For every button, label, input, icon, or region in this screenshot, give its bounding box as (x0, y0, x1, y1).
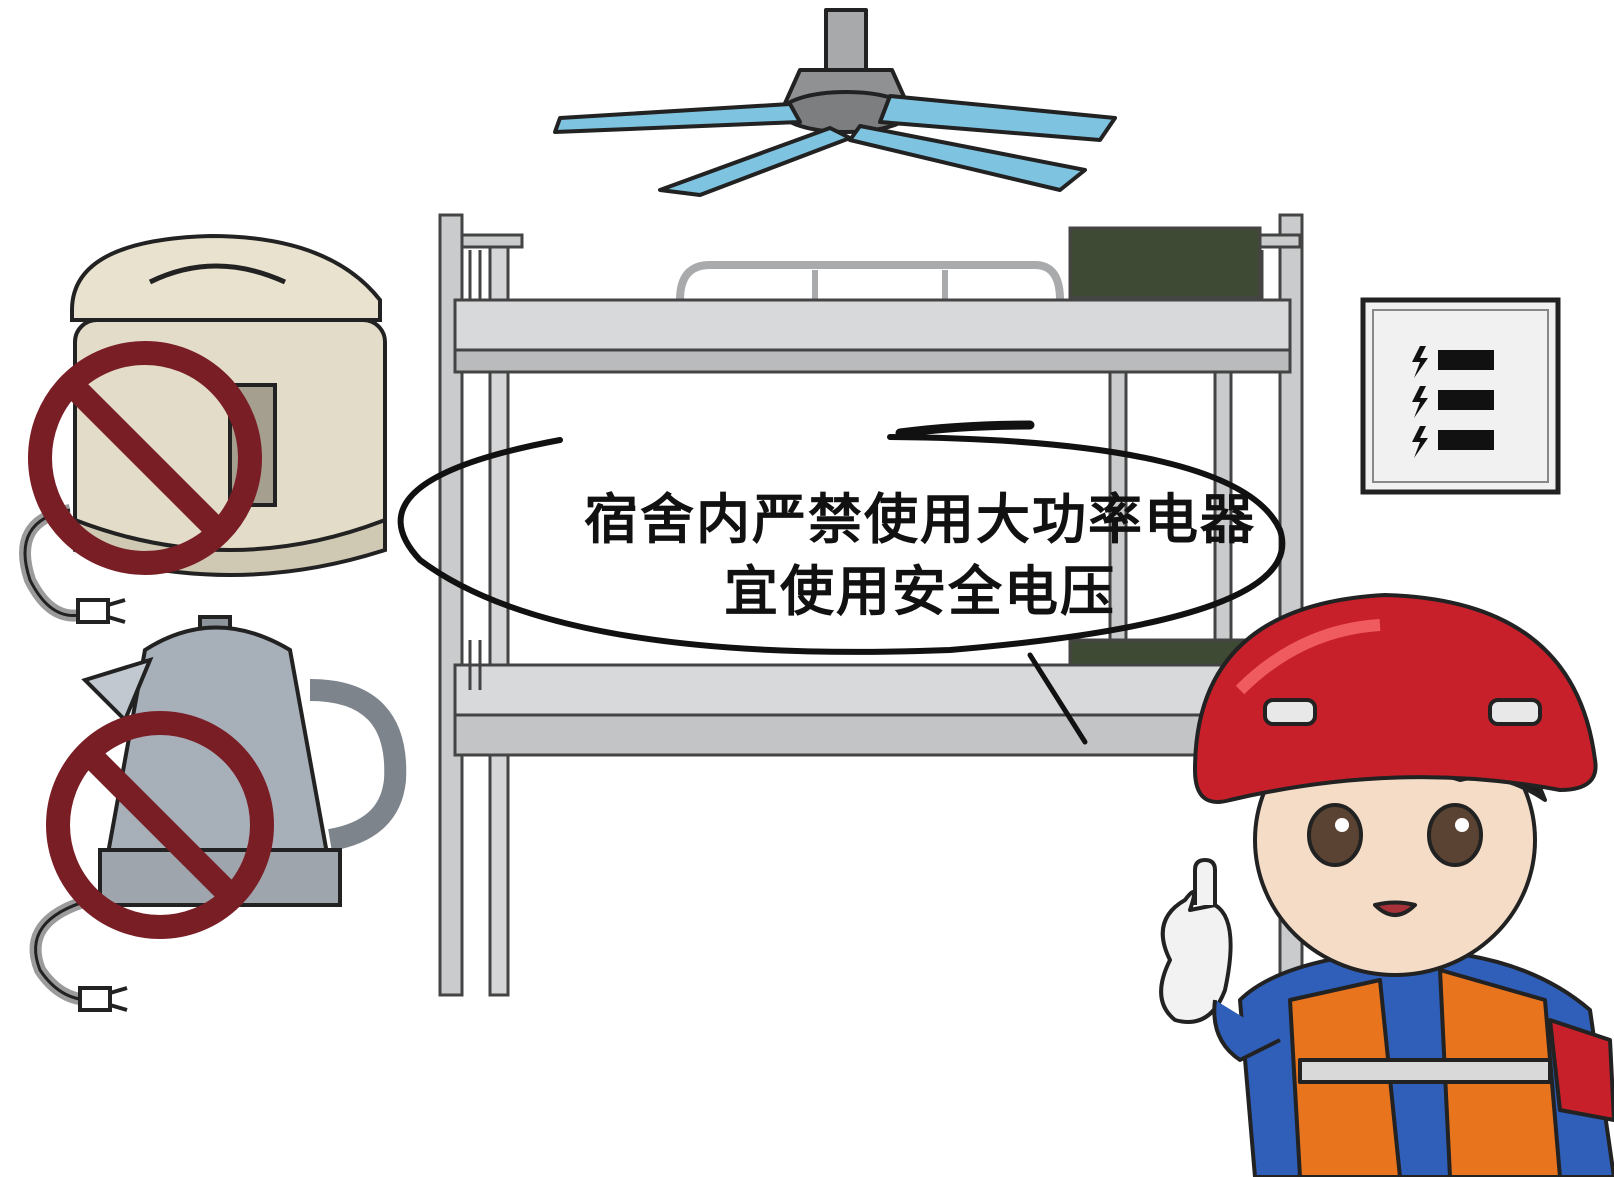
rice-cooker-icon (19, 233, 387, 624)
ceiling-fan-icon (553, 8, 1117, 197)
warning-text-line-2: 宜使用安全电压 (724, 560, 1116, 623)
prohibition-icon (28, 341, 262, 575)
power-panel-icon (1360, 297, 1561, 495)
prohibition-icon (46, 711, 274, 939)
worker-mascot-icon (1159, 593, 1614, 1177)
warning-text-line-1: 宿舍内严禁使用大功率电器 (584, 488, 1256, 551)
kettle-icon (29, 615, 407, 1012)
speech-bubble (397, 420, 1286, 745)
